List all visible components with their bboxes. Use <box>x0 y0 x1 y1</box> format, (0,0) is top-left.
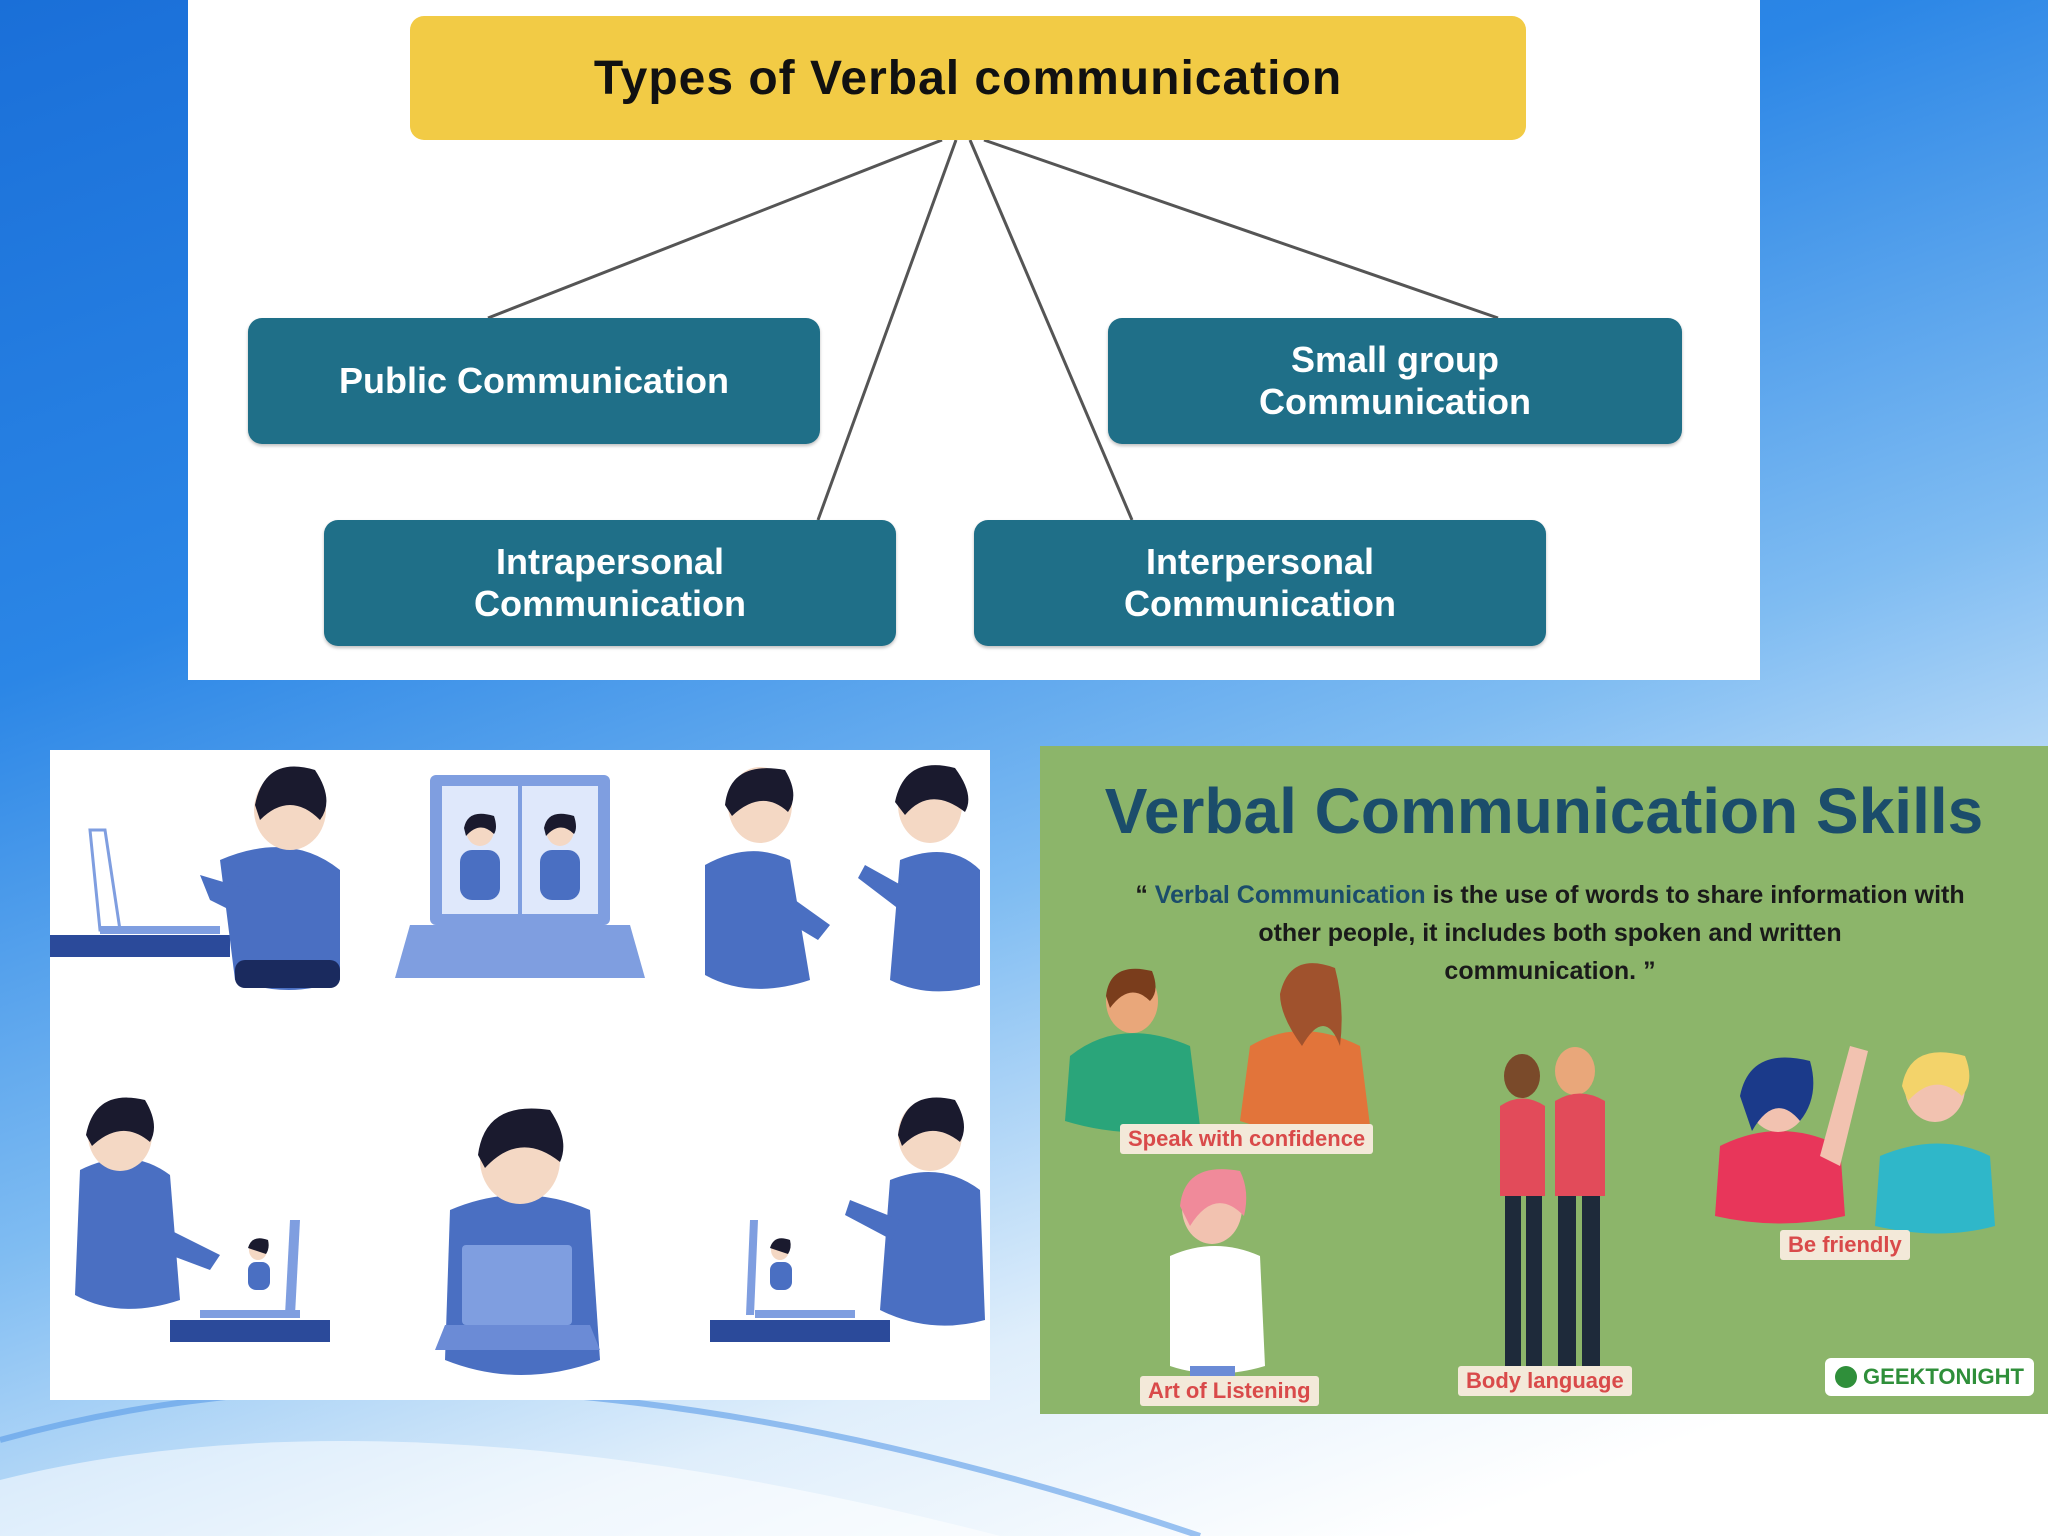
figure-art-of-listening <box>1170 1169 1265 1386</box>
scene-person-front-laptop <box>435 1108 600 1375</box>
diagram-title-text: Types of Verbal communication <box>593 51 1343 105</box>
diagram-title: Types of Verbal communication <box>410 16 1526 140</box>
figures-speak-with-confidence <box>1065 963 1370 1133</box>
scene-person-laptop <box>50 766 340 990</box>
node-public-communication: Public Communication <box>248 318 820 444</box>
quote-line2: other people, it includes both spoken an… <box>1258 919 1842 947</box>
node-label-line1: Intrapersonal <box>495 541 725 582</box>
quote-open-mark: “ <box>1135 881 1148 909</box>
label-body-language: Body language <box>1458 1366 1632 1396</box>
scene-video-call <box>395 775 645 978</box>
connector-public <box>487 138 943 320</box>
node-label-line1: Interpersonal <box>1145 541 1375 582</box>
quote-close-mark: ” <box>1643 957 1656 985</box>
figures-body-language <box>1500 1047 1605 1366</box>
connector-intrapersonal <box>816 139 958 521</box>
quote-highlight: Verbal Communication <box>1154 881 1426 909</box>
quote-line3: communication. <box>1444 957 1637 985</box>
label-art-of-listening: Art of Listening <box>1140 1376 1319 1406</box>
geektonight-logo: GEEKTONIGHT <box>1825 1358 2034 1396</box>
node-small-group-communication: Small group Communication <box>1108 318 1682 444</box>
scene-person-phone-screen <box>710 1097 985 1342</box>
node-label: Public Communication <box>338 360 730 401</box>
node-interpersonal-communication: Interpersonal Communication <box>974 520 1546 646</box>
label-be-friendly: Be friendly <box>1780 1230 1910 1260</box>
figures-be-friendly <box>1715 1046 1995 1234</box>
node-label-line2: Communication <box>1123 583 1396 624</box>
scene-two-people-talking <box>705 765 980 992</box>
node-label-line1: Small group <box>1290 339 1500 380</box>
brand-name: GEEKTONIGHT <box>1863 1364 2024 1389</box>
brand-mark-icon <box>1835 1366 1858 1388</box>
skills-title: Verbal Communication Skills <box>1104 775 1984 847</box>
skills-figures-svg <box>1065 963 1995 1386</box>
quote-line1: is the use of words to share information… <box>1425 881 1965 909</box>
connector-interpersonal <box>968 139 1134 521</box>
verbal-communication-diagram: Types of Verbal communication Public Com… <box>188 0 1760 680</box>
node-intrapersonal-communication: Intrapersonal Communication <box>324 520 896 646</box>
skills-definition: “ Verbal Communication is the use of wor… <box>1080 876 2020 990</box>
diagram-connectors <box>487 138 1499 521</box>
scene-person-small-screen <box>75 1097 330 1342</box>
people-illustration-svg <box>50 765 985 1375</box>
verbal-communication-skills-poster: Verbal Communication Skills “ Verbal Com… <box>1040 746 2048 1414</box>
node-label-line2: Communication <box>1258 381 1531 422</box>
node-label-line2: Communication <box>473 583 746 624</box>
connector-small-group <box>983 138 1499 320</box>
label-speak-with-confidence: Speak with confidence <box>1120 1124 1374 1154</box>
communication-scenes-illustration <box>50 750 990 1400</box>
